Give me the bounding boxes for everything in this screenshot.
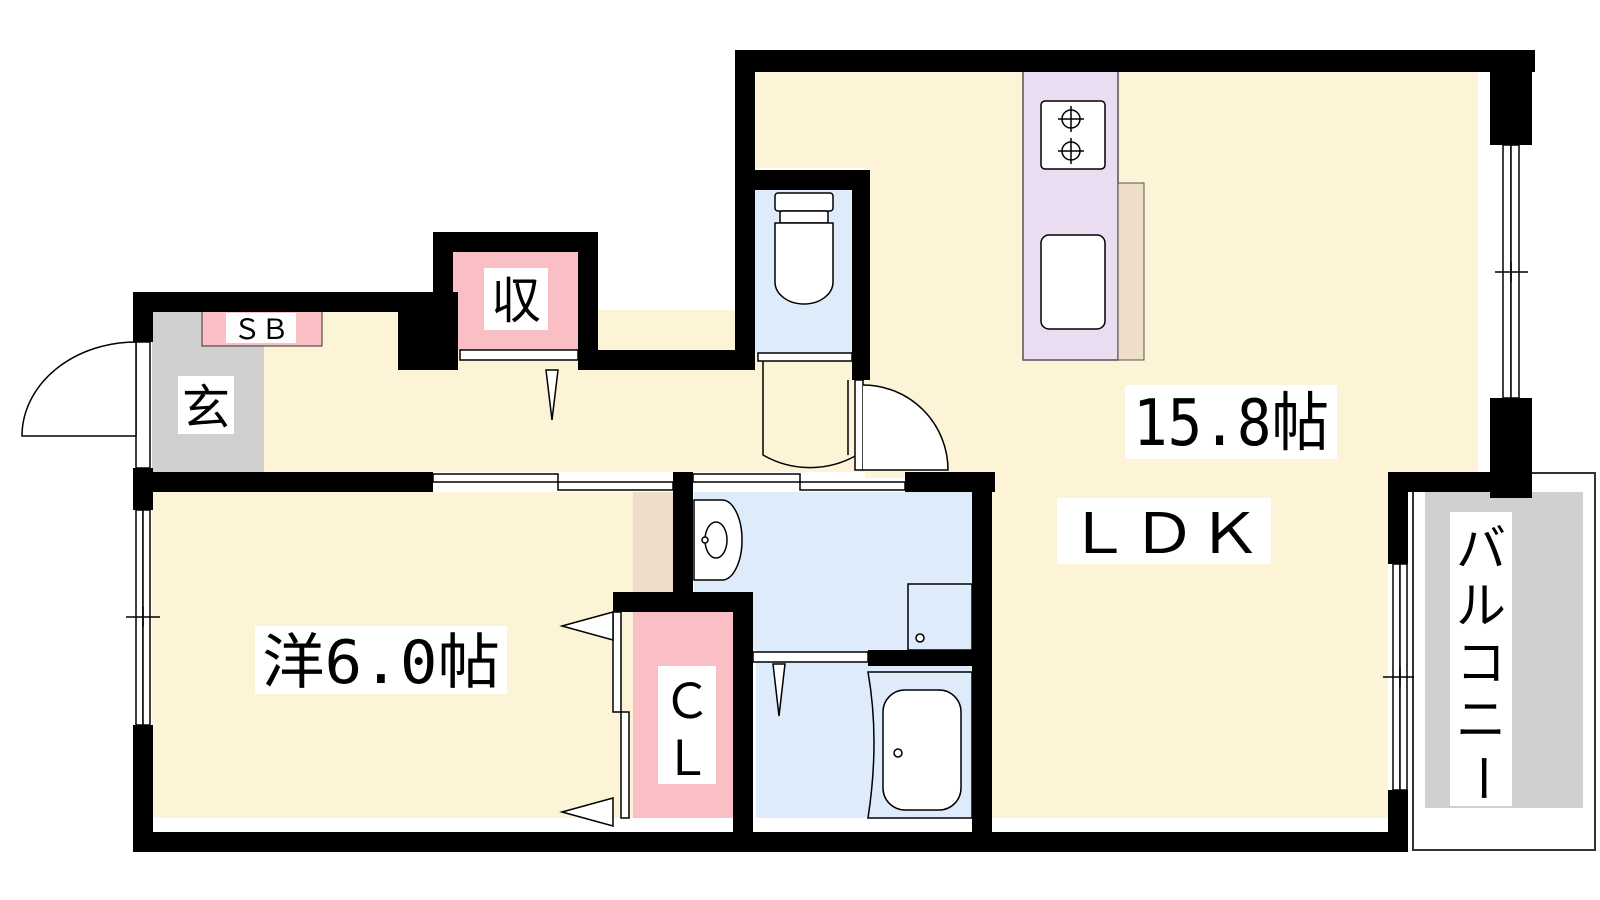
bathtub-icon — [867, 671, 973, 819]
entrance-label: 玄 — [182, 380, 230, 436]
door-swing-icon — [21, 341, 949, 827]
ldk-floor — [745, 70, 1478, 818]
sliding-doors — [432, 349, 906, 819]
closet-label-l: Ｌ — [663, 731, 711, 787]
ldk-size-label: 15.8帖 — [1133, 387, 1329, 461]
kitchen-back-wood — [1117, 182, 1145, 361]
storage-label: 収 — [491, 272, 541, 330]
wood-panel — [633, 492, 673, 592]
balcony-char-2: ル — [1456, 577, 1506, 635]
room-labels: 15.8帖 ＬＤＫ 洋6.0帖 Ｃ Ｌ 収 ＳＢ 玄 バ ル コ ニ ー — [178, 268, 1512, 806]
balcony-char-1: バ — [1456, 520, 1506, 578]
stove-icon — [1040, 100, 1106, 170]
washbasin-icon — [693, 499, 743, 581]
washing-machine-icon — [907, 583, 973, 651]
windows — [126, 144, 1528, 791]
western-room-label: 洋6.0帖 — [262, 628, 500, 698]
closet-label-c: Ｃ — [663, 674, 711, 730]
toilet-icon — [774, 192, 834, 305]
ldk-name-label: ＬＤＫ — [1066, 502, 1262, 567]
walls — [133, 50, 1535, 852]
sink-icon — [1040, 234, 1106, 330]
balcony-char-5: ー — [1453, 753, 1511, 803]
balcony-char-3: コ — [1456, 634, 1506, 692]
shoe-box-label: ＳＢ — [233, 313, 289, 346]
balcony-char-4: ニ — [1456, 691, 1506, 749]
